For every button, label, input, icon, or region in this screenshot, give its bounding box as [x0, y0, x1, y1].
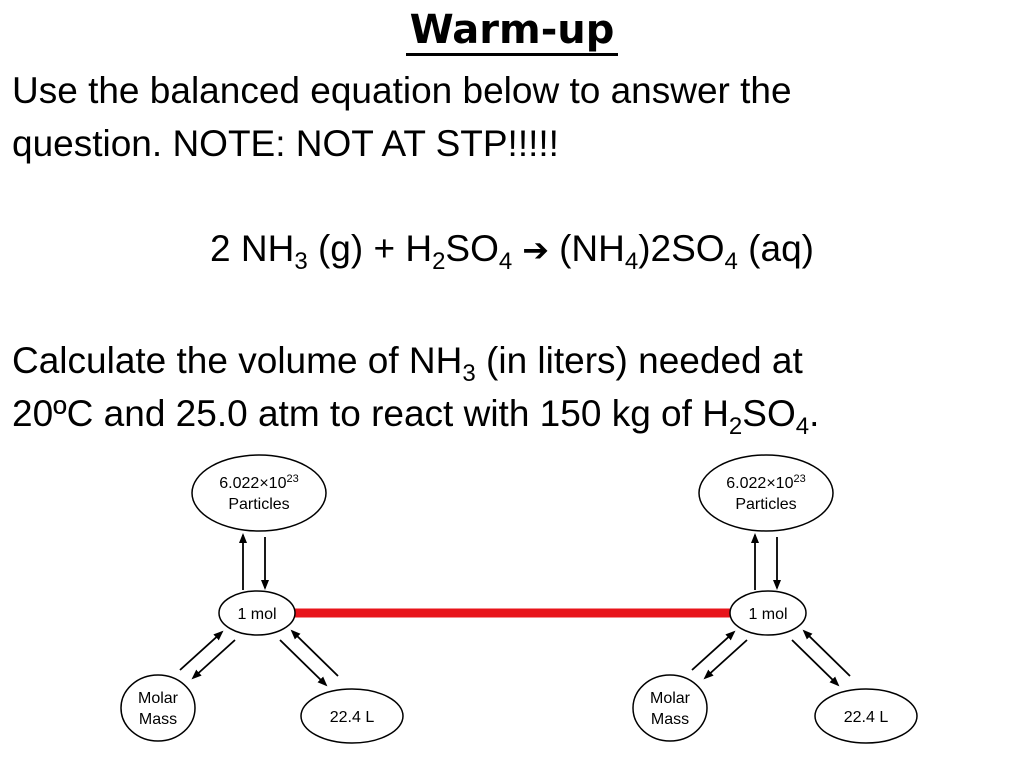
- question-text-part: (in liters) needed at: [475, 340, 803, 381]
- eq-reactant-2b: SO: [445, 228, 499, 269]
- left-arrow-to-molar: [191, 639, 236, 680]
- left-volume-node: [300, 688, 404, 744]
- right-arrow-icon: ➔: [522, 231, 550, 269]
- left-mole-map: 6.022×1023 Particles 1 mol Molar Mass 22…: [120, 454, 404, 744]
- right-volume-node: [814, 688, 918, 744]
- question-text-part: 20ºC and 25.0 atm to react with 150 kg o…: [12, 393, 729, 434]
- left-arrow-from-volume: [290, 629, 339, 677]
- intro-line-2: question. NOTE: NOT AT STP!!!!!: [12, 123, 559, 164]
- right-volume-label: 22.4 L: [844, 709, 889, 726]
- eq-subscript: 4: [624, 248, 639, 275]
- balanced-equation: 2 NH3 (g) + H2SO4➔(NH4)2SO4 (aq): [0, 224, 1024, 275]
- left-particles-word: Particles: [228, 496, 289, 513]
- question-subscript: 2: [728, 413, 743, 440]
- question-text-part: Calculate the volume of NH: [12, 340, 463, 381]
- slide-title: Warm-up: [0, 2, 1024, 58]
- question-subscript: 3: [462, 360, 476, 387]
- question-text-part: .: [809, 393, 820, 434]
- right-arrow-to-mol: [691, 630, 736, 671]
- right-molar-label-1: Molar: [650, 690, 691, 707]
- right-molar-mass-node: [632, 674, 708, 742]
- intro-line-1: Use the balanced equation below to answe…: [12, 70, 792, 111]
- mole-conversion-diagram: 6.022×1023 Particles 1 mol Molar Mass 22…: [120, 454, 918, 744]
- eq-reactant-2: (g) + H: [307, 228, 433, 269]
- question-text: Calculate the volume of NH3 (in liters) …: [12, 334, 1012, 440]
- eq-subscript: 4: [724, 248, 738, 275]
- left-mol-node: [218, 590, 296, 636]
- eq-subscript: 4: [498, 248, 513, 275]
- left-particles-node: [191, 454, 327, 532]
- eq-subscript: 3: [294, 248, 308, 275]
- question-line-1: Calculate the volume of NH3 (in liters) …: [12, 334, 1012, 387]
- title-text: Warm-up: [405, 7, 619, 56]
- left-molar-label-1: Molar: [138, 690, 179, 707]
- right-particles-node: [698, 454, 834, 532]
- eq-product: (NH: [559, 228, 625, 269]
- left-volume-label: 22.4 L: [330, 709, 375, 726]
- question-text-part: SO: [742, 393, 796, 434]
- eq-product-state: (aq): [737, 228, 814, 269]
- eq-reactant-1: 2 NH: [210, 228, 295, 269]
- question-subscript: 4: [795, 413, 810, 440]
- intro-text: Use the balanced equation below to answe…: [12, 64, 1012, 170]
- right-arrow-from-volume: [802, 629, 851, 677]
- left-molar-label-2: Mass: [139, 711, 177, 728]
- left-arrow-to-volume: [279, 639, 328, 687]
- right-arrow-to-molar: [703, 639, 748, 680]
- left-mol-label: 1 mol: [237, 606, 276, 623]
- left-molar-mass-node: [120, 674, 196, 742]
- right-particles-label: 6.022×1023: [726, 473, 805, 492]
- eq-subscript: 2: [432, 248, 446, 275]
- left-particles-label: 6.022×1023: [219, 473, 298, 492]
- right-mol-label: 1 mol: [748, 606, 787, 623]
- question-line-2: 20ºC and 25.0 atm to react with 150 kg o…: [12, 387, 1012, 440]
- right-mole-map: 6.022×1023 Particles 1 mol Molar Mass 22…: [632, 454, 918, 744]
- right-particles-word: Particles: [735, 496, 796, 513]
- eq-product-b: )2SO: [638, 228, 725, 269]
- right-mol-node: [729, 590, 807, 636]
- right-molar-label-2: Mass: [651, 711, 689, 728]
- left-arrow-to-mol: [179, 630, 224, 671]
- right-arrow-to-volume: [791, 639, 840, 687]
